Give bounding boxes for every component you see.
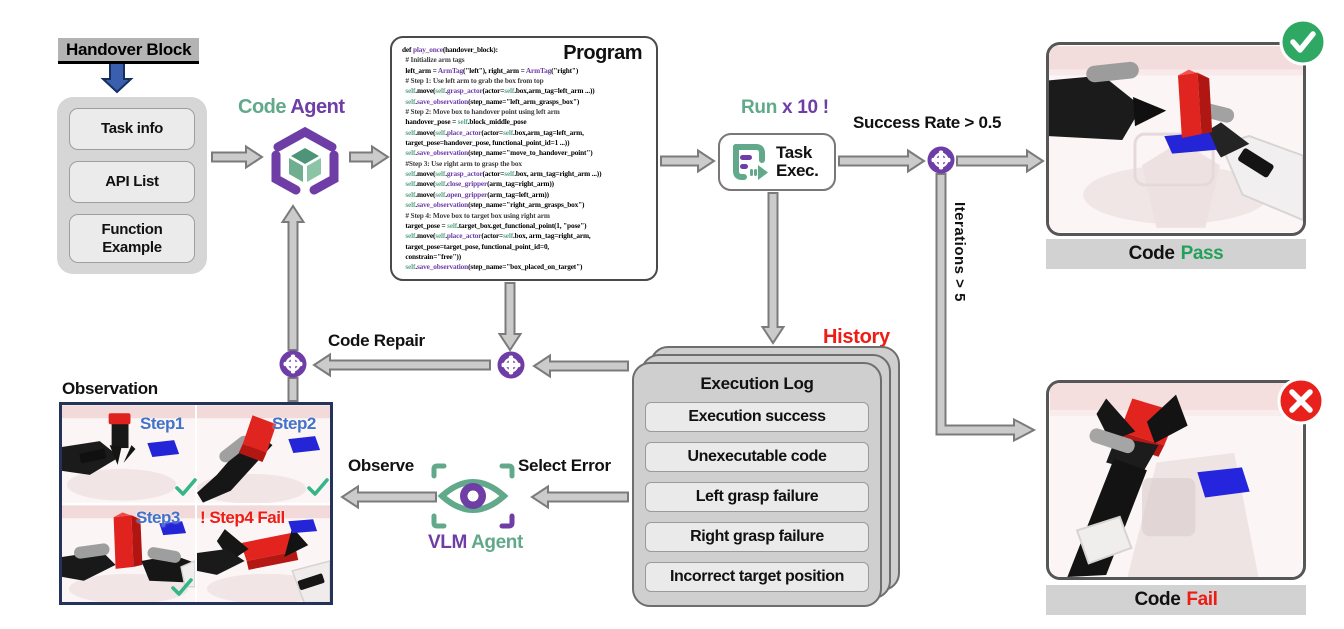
arrow-task-exec-to-merge [838,148,926,174]
log-item-incorrect-target: Incorrect target position [645,562,869,592]
handover-block-label: Handover Block [58,38,200,64]
fail-cross-badge-icon [1277,377,1325,425]
code-fail-caption: Code Fail [1046,585,1306,615]
task-exec-label: Task Exec. [776,143,819,180]
task-exec-line1: Task [776,143,812,163]
code-fail-image [1046,380,1306,580]
log-item-unexecutable-code: Unexecutable code [645,442,869,472]
code-pass-caption: Code Pass [1046,239,1306,269]
program-box: Program def play_once(handover_block): #… [390,36,658,281]
task-exec-box: Task Exec. [718,133,836,191]
arrow-code-repair [312,352,491,378]
caption-pass-word: Pass [1180,243,1224,264]
program-title: Program [563,42,642,64]
vlm-word: VLM [428,532,467,553]
observe-label: Observe [348,456,414,475]
success-rate-label: Success Rate > 0.5 [853,113,1002,132]
execution-log-title: Execution Log [700,374,814,393]
step3-label: Step3 [136,508,180,527]
code-agent-word1: Code [238,96,287,118]
task-info-item: Task info [69,108,195,150]
arrow-input-to-code-agent [211,144,264,170]
merge-oplus-icon [927,146,955,174]
merge-oplus-icon [279,350,307,378]
pass-scene [1049,46,1303,232]
arrow-program-to-task-exec [660,148,716,174]
arrow-code-agent-to-program [349,144,390,170]
task-input-panel: Task info API List Function Example [57,97,207,274]
task-exec-line2: Exec. [776,161,819,180]
step1-label: Step1 [140,414,184,433]
step4-fail-label: ! Step4 Fail [200,508,285,527]
caption-code-word: Code [1134,589,1181,610]
arrow-history-to-merge [532,353,629,379]
arrow-program-to-merge [497,282,523,352]
run-times-word: x 10 ! [782,97,829,118]
observation-step3-image [62,504,195,602]
observation-title: Observation [62,379,158,398]
log-item-left-grasp-failure: Left grasp failure [645,482,869,512]
arrow-observe [340,484,437,510]
arrow-task-exec-to-history [760,192,786,345]
code-agent-cube-icon [271,126,339,195]
vlm-eye-icon [431,463,515,529]
step3-check-icon [171,578,193,596]
observation-grid [62,405,330,602]
vlm-agent-label: VLM Agent [428,532,523,554]
api-list-item: API List [69,161,195,203]
code-repair-label: Code Repair [328,331,425,350]
run-label: Run x 10 ! [741,97,829,119]
step2-check-icon [307,478,329,496]
code-agent-word2: Agent [290,96,345,118]
caption-code-word: Code [1128,243,1175,264]
step2-label: Step2 [272,414,316,433]
arrow-select-error [530,484,629,510]
bar-observation-to-merge [287,377,299,402]
run-word: Run [741,97,778,118]
caption-fail-word: Fail [1186,589,1218,610]
iterations-label: Iterations > 5 [951,202,968,302]
task-exec-icon [733,144,768,180]
observation-step4-image [197,504,330,602]
arrow-merge-to-code-pass [956,148,1045,174]
function-example-item: Function Example [69,214,195,263]
arrow-merge-to-code-agent [280,204,306,351]
log-item-right-grasp-failure: Right grasp failure [645,522,869,552]
history-label: History [823,326,890,348]
blue-down-arrow-icon [100,62,134,94]
fail-scene [1049,383,1303,577]
vlm-agent-word: Agent [471,532,523,553]
code-pass-image [1046,42,1306,236]
execution-log-card: Execution Log Execution success Unexecut… [632,362,882,607]
code-agent-label: Code Agent [238,96,345,119]
observation-box: Step1 Step2 Step3 ! Step4 Fail [59,402,333,605]
pass-check-badge-icon [1279,18,1327,66]
merge-oplus-icon [497,351,525,379]
observation-step1-image [62,405,195,503]
step1-check-icon [175,478,197,496]
log-item-execution-success: Execution success [645,402,869,432]
select-error-label: Select Error [518,456,611,475]
observation-step2-image [197,405,330,503]
program-code: def play_once(handover_block): # Initial… [402,45,602,272]
